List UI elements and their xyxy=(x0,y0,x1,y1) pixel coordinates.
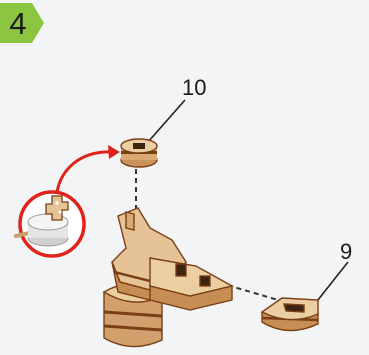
callout-part-9: 9 xyxy=(340,239,352,265)
main-assembly xyxy=(104,208,232,347)
slot-2 xyxy=(200,276,210,286)
red-curved-arrow-icon xyxy=(56,145,120,200)
slot-1 xyxy=(176,264,186,276)
part-9-slot xyxy=(284,304,304,312)
glue-dot-2 xyxy=(58,210,61,213)
leader-line-10 xyxy=(148,100,185,142)
callout-part-10: 10 xyxy=(182,75,206,101)
upright-tab xyxy=(126,212,134,230)
glue-pot-icon xyxy=(16,192,84,256)
part-10-piece xyxy=(121,139,157,167)
part-9-piece xyxy=(262,298,318,331)
glue-dot-1 xyxy=(55,201,58,204)
part-10-hole xyxy=(133,143,145,149)
